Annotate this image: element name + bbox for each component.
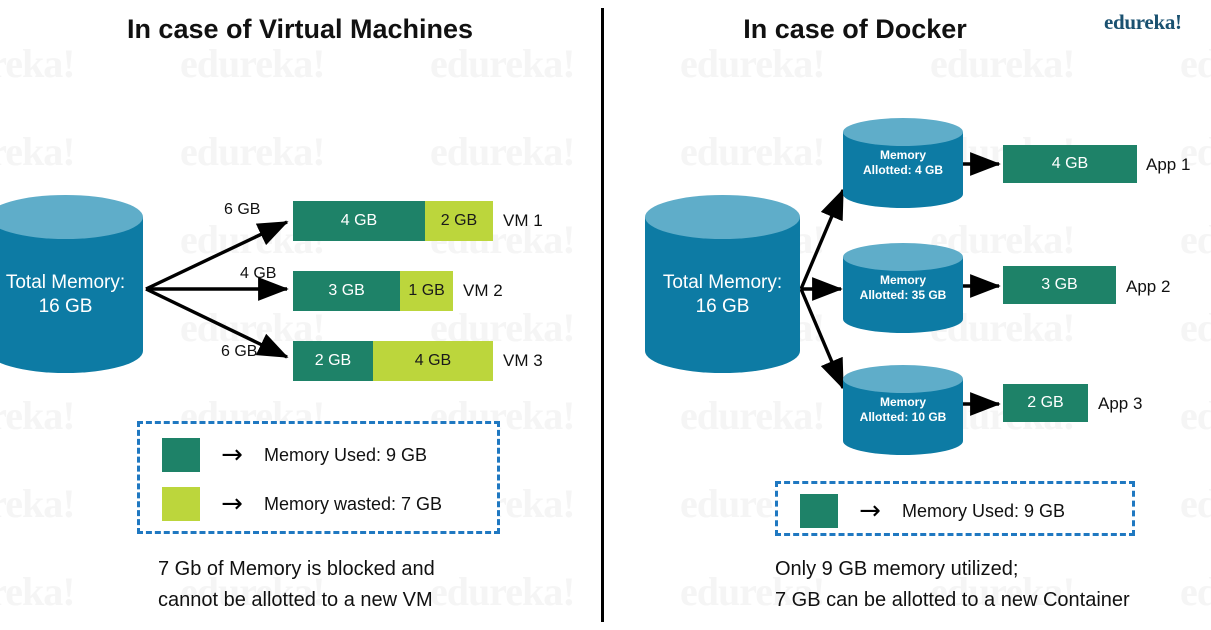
vm-panel-title: In case of Virtual Machines [126, 14, 474, 44]
cylinder-top-cap [843, 118, 963, 146]
docker-app-bar-3: 2 GB [1003, 384, 1088, 422]
container-3-label: Memory Allotted: 10 GB [843, 395, 963, 425]
legend-label-memory-wasted: Memory wasted: 7 GB [264, 493, 443, 514]
vm-arrow-3 [145, 287, 289, 359]
vm2-used-segment: 3 GB [293, 271, 401, 311]
panel-divider [601, 8, 604, 622]
container-2-line1: Memory [879, 273, 926, 287]
legend-swatch-memory-used [162, 438, 200, 472]
vm-caption: 7 Gb of Memory is blocked and cannot be … [158, 558, 435, 611]
vm-memory-bar-2: 3 GB 1 GB [293, 271, 453, 311]
container-3-line2: Allotted: 10 GB [859, 410, 947, 424]
vm1-wasted-segment: 2 GB [425, 201, 493, 241]
legend-label-memory-used: Memory Used: 9 GB [902, 500, 1066, 521]
docker-legend-box: → Memory Used: 9 GB [775, 481, 1135, 536]
legend-arrow-icon: → [859, 496, 881, 526]
vm-total-memory-label: Total Memory: 16 GB [0, 271, 143, 319]
legend-label-memory-used: Memory Used: 9 GB [264, 444, 428, 465]
vm-name-1: VM 1 [503, 211, 543, 230]
docker-panel-title: In case of Docker [743, 14, 967, 44]
legend-arrow-icon: → [221, 440, 243, 470]
docker-app-name-3: App 3 [1098, 394, 1143, 413]
vm-memory-bar-1: 4 GB 2 GB [293, 201, 493, 241]
vm-name-3: VM 3 [503, 351, 543, 370]
container-1-line2: Allotted: 4 GB [863, 163, 943, 177]
vm-flow-label-1: 6 GB [224, 201, 261, 218]
docker-app-name-1: App 1 [1146, 155, 1191, 174]
container-2-label: Memory Allotted: 35 GB [843, 273, 963, 303]
vm-flow-label-3: 6 GB [221, 343, 258, 360]
cylinder-top-cap [843, 365, 963, 393]
docker-total-memory-line1: Total Memory: [662, 272, 783, 293]
vm-flow-label-2: 4 GB [240, 265, 277, 282]
vm-memory-bar-3: 2 GB 4 GB [293, 341, 493, 381]
docker-total-memory-label: Total Memory: 16 GB [645, 271, 800, 319]
docker-arrow-1 [799, 188, 845, 290]
legend-swatch-memory-used [800, 494, 838, 528]
cylinder-body [645, 217, 800, 351]
vm-total-memory-line1: Total Memory: [5, 272, 126, 293]
vm-total-memory-line2: 16 GB [38, 295, 93, 317]
docker-total-memory-line2: 16 GB [695, 295, 750, 317]
container-1-label: Memory Allotted: 4 GB [843, 148, 963, 178]
vm1-used-segment: 4 GB [293, 201, 425, 241]
docker-app-bar-1: 4 GB [1003, 145, 1137, 183]
vm-legend-row-wasted: → Memory wasted: 7 GB [162, 485, 442, 523]
docker-arrow-3 [799, 288, 845, 390]
vm2-wasted-segment: 1 GB [400, 271, 453, 311]
docker-caption: Only 9 GB memory utilized; 7 GB can be a… [775, 558, 1130, 611]
docker-app-bar-2: 3 GB [1003, 266, 1116, 304]
docker-total-memory-cylinder: Total Memory: 16 GB [645, 195, 800, 373]
cylinder-body [0, 217, 143, 351]
vm-total-memory-cylinder: Total Memory: 16 GB [0, 195, 143, 373]
docker-app-name-2: App 2 [1126, 277, 1171, 296]
vm-name-2: VM 2 [463, 281, 503, 300]
docker-container-cylinder-3: Memory Allotted: 10 GB [843, 365, 963, 455]
container-2-line2: Allotted: 35 GB [859, 288, 947, 302]
vm-legend-box: → Memory Used: 9 GB → Memory wasted: 7 G… [137, 421, 500, 534]
vm3-wasted-segment: 4 GB [373, 341, 493, 381]
cylinder-top-cap [0, 195, 143, 239]
docker-legend-row-used: → Memory Used: 9 GB [800, 492, 1065, 530]
vm3-used-segment: 2 GB [293, 341, 373, 381]
cylinder-top-cap [645, 195, 800, 239]
container-1-line1: Memory [879, 148, 926, 162]
container-3-line1: Memory [879, 395, 926, 409]
edureka-logo: edureka! [1104, 10, 1182, 34]
legend-arrow-icon: → [221, 489, 243, 519]
docker-container-cylinder-2: Memory Allotted: 35 GB [843, 243, 963, 333]
docker-container-cylinder-1: Memory Allotted: 4 GB [843, 118, 963, 208]
cylinder-top-cap [843, 243, 963, 271]
legend-swatch-memory-wasted [162, 487, 200, 521]
vm-legend-row-used: → Memory Used: 9 GB [162, 436, 427, 474]
vm-arrow-1 [145, 220, 289, 291]
